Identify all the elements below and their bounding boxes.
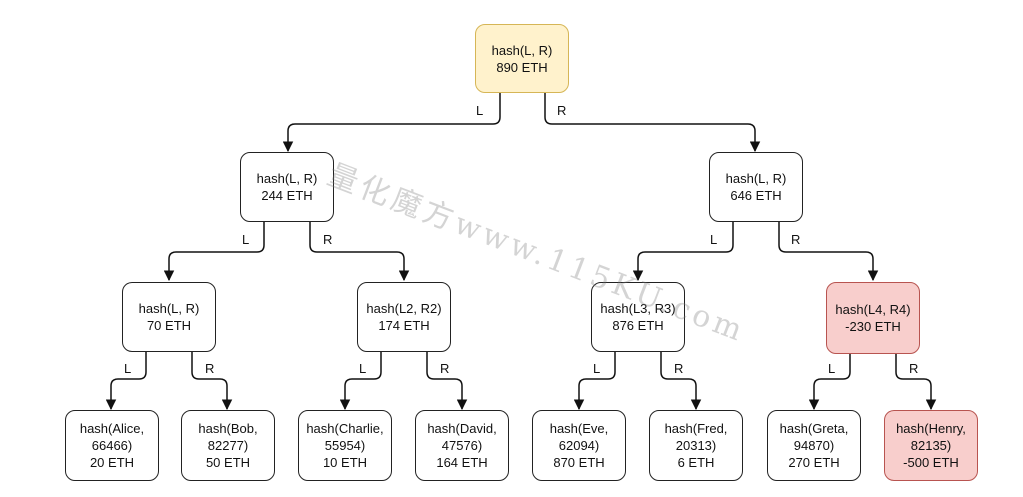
edge-rr-right [895,353,937,411]
edge-label-left: L [242,232,250,247]
leaf-name: hash(Henry, [896,421,966,436]
node-balance: 646 ETH [730,188,782,203]
leaf-balance: 10 ETH [322,455,368,470]
edge-lr-left [339,351,382,411]
leaf-node: hash(David, 47576) 164 ETH [415,410,509,481]
edge-label-left: L [593,361,601,376]
edge-l-right [309,222,410,282]
leaf-nonce: 20313) [675,438,717,453]
leaf-node-negative: hash(Henry, 82135) -500 ETH [884,410,978,481]
node-balance: 70 ETH [146,318,192,333]
node-balance: 890 ETH [496,59,548,75]
edge-label-left: L [124,361,132,376]
edge-rl-right [660,351,702,411]
leaf-balance: 164 ETH [436,455,488,470]
node-left-left: hash(L, R) 70 ETH [122,282,216,352]
edge-rr-left [808,353,851,411]
edge-l-left [163,222,265,282]
root-node: hash(L, R) 890 ETH [475,24,569,93]
leaf-nonce: 55954) [324,438,366,453]
leaf-nonce: 62094) [558,438,600,453]
node-right: hash(L, R) 646 ETH [709,152,803,222]
edge-label-right: R [205,361,215,376]
leaf-node: hash(Greta, 94870) 270 ETH [767,410,861,481]
edge-label-left: L [828,361,836,376]
edge-r-left [632,222,734,282]
leaf-node: hash(Alice, 66466) 20 ETH [65,410,159,481]
leaf-nonce: 82135) [910,438,952,453]
leaf-name: hash(Bob, [198,421,258,436]
leaf-name: hash(Charlie, [306,421,384,436]
leaf-balance: 870 ETH [553,455,605,470]
leaf-node: hash(Charlie, 55954) 10 ETH [298,410,392,481]
edge-lr-right [426,351,468,411]
edge-label-right: R [557,103,567,118]
node-right-left: hash(L3, R3) 876 ETH [591,282,685,352]
edge-label-left: L [359,361,367,376]
node-balance: 244 ETH [261,188,313,203]
leaf-name: hash(David, [427,421,497,436]
edge-ll-right [191,351,233,411]
node-right-right-negative: hash(L4, R4) -230 ETH [826,282,920,354]
leaf-node: hash(Bob, 82277) 50 ETH [181,410,275,481]
leaf-nonce: 82277) [207,438,249,453]
node-hash-label: hash(L2, R2) [366,301,442,316]
leaf-nonce: 94870) [793,438,835,453]
leaf-balance: 6 ETH [677,455,715,470]
node-hash-label: hash(L, R) [256,171,318,186]
node-hash-label: hash(L, R) [491,42,553,58]
edge-label-right: R [323,232,333,247]
node-left: hash(L, R) 244 ETH [240,152,334,222]
node-balance: 174 ETH [378,318,430,333]
leaf-balance: 50 ETH [205,455,251,470]
leaf-nonce: 66466) [91,438,133,453]
node-balance: 876 ETH [612,318,664,333]
leaf-node: hash(Fred, 20313) 6 ETH [649,410,743,481]
edge-label-right: R [440,361,450,376]
edge-r-right [778,222,879,282]
leaf-balance: 20 ETH [89,455,135,470]
edge-root-right [544,93,761,153]
edge-label-right: R [674,361,684,376]
leaf-balance: 270 ETH [788,455,840,470]
edge-rl-left [573,351,616,411]
edge-label-right: R [909,361,919,376]
leaf-name: hash(Alice, [79,421,145,436]
edge-label-left: L [710,232,718,247]
leaf-name: hash(Fred, [664,421,728,436]
edge-label-left: L [476,103,484,118]
node-hash-label: hash(L, R) [138,301,200,316]
leaf-node: hash(Eve, 62094) 870 ETH [532,410,626,481]
edge-root-left [282,93,501,153]
node-hash-label: hash(L, R) [725,171,787,186]
leaf-name: hash(Greta, [779,421,849,436]
node-balance: -230 ETH [845,319,901,334]
leaf-nonce: 47576) [441,438,483,453]
node-left-right: hash(L2, R2) 174 ETH [357,282,451,352]
node-hash-label: hash(L4, R4) [835,302,911,317]
leaf-balance: -500 ETH [903,455,959,470]
leaf-name: hash(Eve, [549,421,609,436]
edge-label-right: R [791,232,801,247]
node-hash-label: hash(L3, R3) [600,301,676,316]
edge-ll-left [105,351,147,411]
